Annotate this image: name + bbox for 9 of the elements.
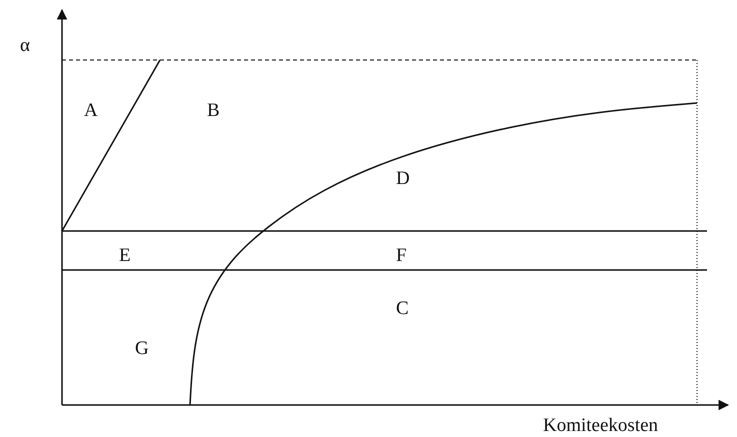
region-label: B — [207, 101, 220, 120]
region-label: E — [119, 246, 131, 265]
region-label: A — [84, 101, 98, 120]
region-label: C — [396, 299, 409, 318]
region-label: G — [135, 339, 149, 358]
axis-label: Komiteekosten — [543, 416, 658, 435]
axis-label: α — [20, 36, 30, 55]
region-label: F — [396, 246, 407, 265]
region-label: D — [396, 169, 410, 188]
